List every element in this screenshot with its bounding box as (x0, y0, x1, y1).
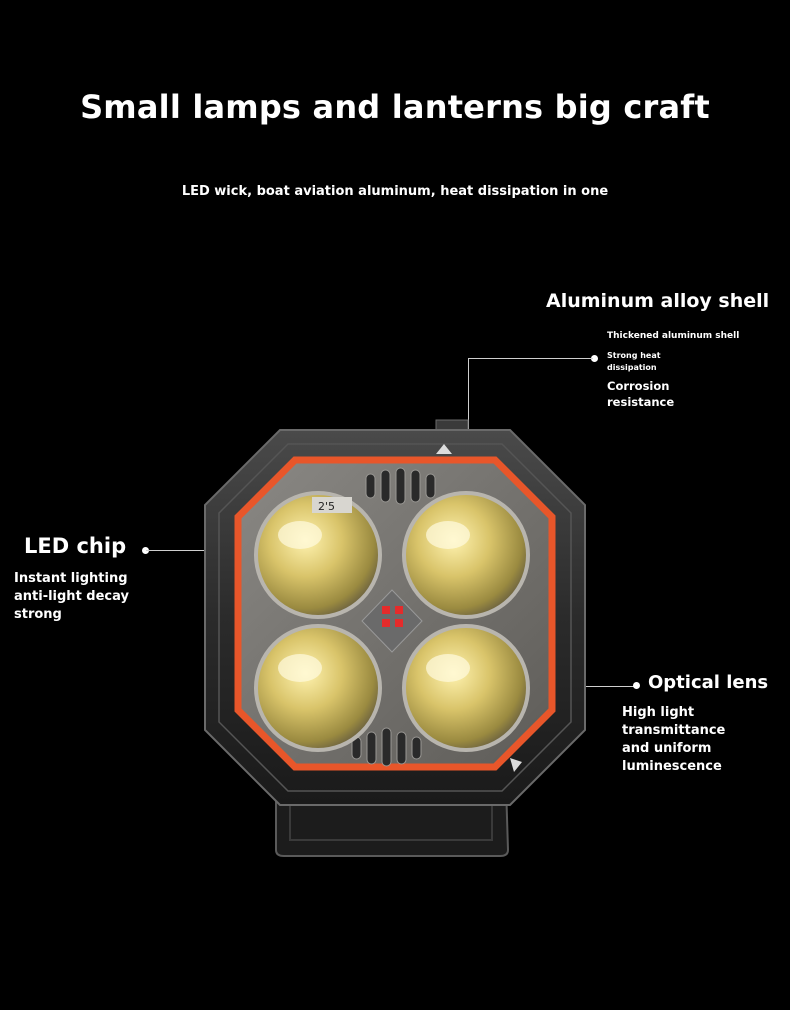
center-red-chip (361, 589, 423, 653)
led-lamp-illustration: 2'5 (204, 419, 586, 857)
chip-feature-line3: strong (14, 607, 62, 622)
lens-feature-line3: and uniform (622, 741, 712, 756)
lens-feature-line4: luminescence (622, 759, 722, 774)
shell-callout-dot (591, 355, 598, 362)
chip-feature-line1: Instant lighting (14, 571, 128, 586)
bottom-vent-slots (351, 727, 422, 767)
shell-callout-line-v (468, 358, 469, 432)
shell-feature-1: Thickened aluminum shell (607, 331, 740, 341)
lens-callout-title: Optical lens (648, 672, 769, 693)
chip-callout-title: LED chip (24, 534, 127, 558)
shell-feature-3-line2: resistance (607, 395, 675, 409)
lens-feature-line1: High light (622, 705, 695, 720)
lens-feature-line2: transmittance (622, 723, 726, 738)
shell-callout-title: Aluminum alloy shell (546, 290, 770, 312)
shell-feature-2-line2: dissipation (607, 363, 657, 372)
page-title: Small lamps and lanterns big craft (80, 88, 710, 126)
chip-callout-dot (142, 547, 149, 554)
shell-callout-line-h (468, 358, 593, 359)
lens-marking: 2'5 (318, 500, 335, 513)
optical-lenses (254, 491, 530, 752)
lens-label-plate (312, 497, 352, 513)
top-marker-icon (436, 444, 452, 454)
chip-feature-line2: anti-light decay (14, 589, 129, 604)
shell-feature-3-line1: Corrosion (607, 379, 670, 393)
page-subtitle: LED wick, boat aviation aluminum, heat d… (181, 184, 609, 199)
lens-callout-dot (633, 682, 640, 689)
shell-feature-2-line1: Strong heat (607, 351, 661, 360)
top-vent-slots (365, 467, 436, 505)
bottom-marker-icon (510, 758, 522, 772)
